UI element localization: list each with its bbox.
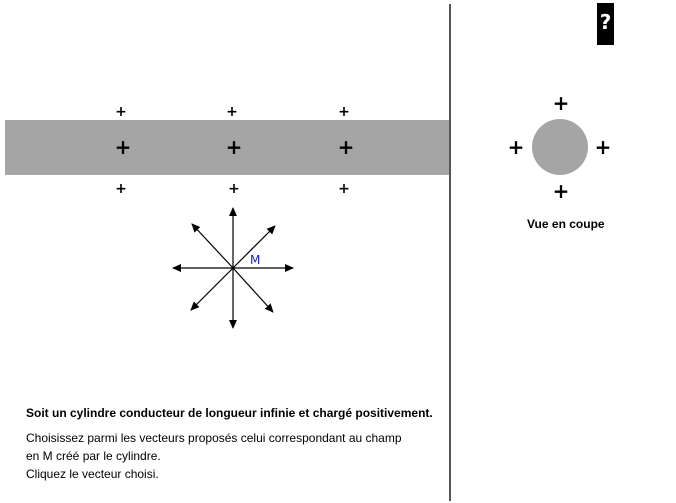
point-m-label: M: [250, 253, 261, 267]
section-charge-right: +: [594, 135, 612, 159]
vector-down-right-arrow[interactable]: [232, 267, 274, 313]
vector-down-left-arrow[interactable]: [190, 267, 234, 311]
cylinder-side-view: [5, 120, 449, 175]
problem-statement: Soit un cylindre conducteur de longueur …: [26, 406, 433, 420]
vector-up-right-arrow[interactable]: [232, 225, 276, 269]
help-button[interactable]: ?: [597, 3, 614, 45]
instructions-text: Choisissez parmi les vecteurs proposés c…: [26, 429, 426, 483]
section-view-label: Vue en coupe: [527, 217, 605, 231]
charge-bottom-2: +: [228, 181, 240, 197]
vector-choices: [172, 207, 294, 329]
charge-inner-1: +: [114, 135, 132, 159]
instruction-line: Cliquez le vecteur choisi.: [26, 467, 159, 481]
instruction-line: Choisissez parmi les vecteurs proposés c…: [26, 431, 402, 445]
instruction-line: en M créé par le cylindre.: [26, 449, 161, 463]
section-charge-top: +: [552, 91, 570, 115]
charge-top-2: +: [226, 104, 238, 120]
section-charge-left: +: [507, 135, 525, 159]
charge-top-3: +: [338, 104, 350, 120]
charge-bottom-3: +: [338, 181, 350, 197]
panel-divider: [449, 4, 451, 501]
charge-inner-2: +: [225, 135, 243, 159]
charge-top-1: +: [115, 104, 127, 120]
vector-up-left-arrow[interactable]: [191, 223, 234, 269]
charge-inner-3: +: [337, 135, 355, 159]
cylinder-cross-section: [532, 119, 588, 175]
section-charge-bottom: +: [552, 179, 570, 203]
charge-bottom-1: +: [115, 181, 127, 197]
